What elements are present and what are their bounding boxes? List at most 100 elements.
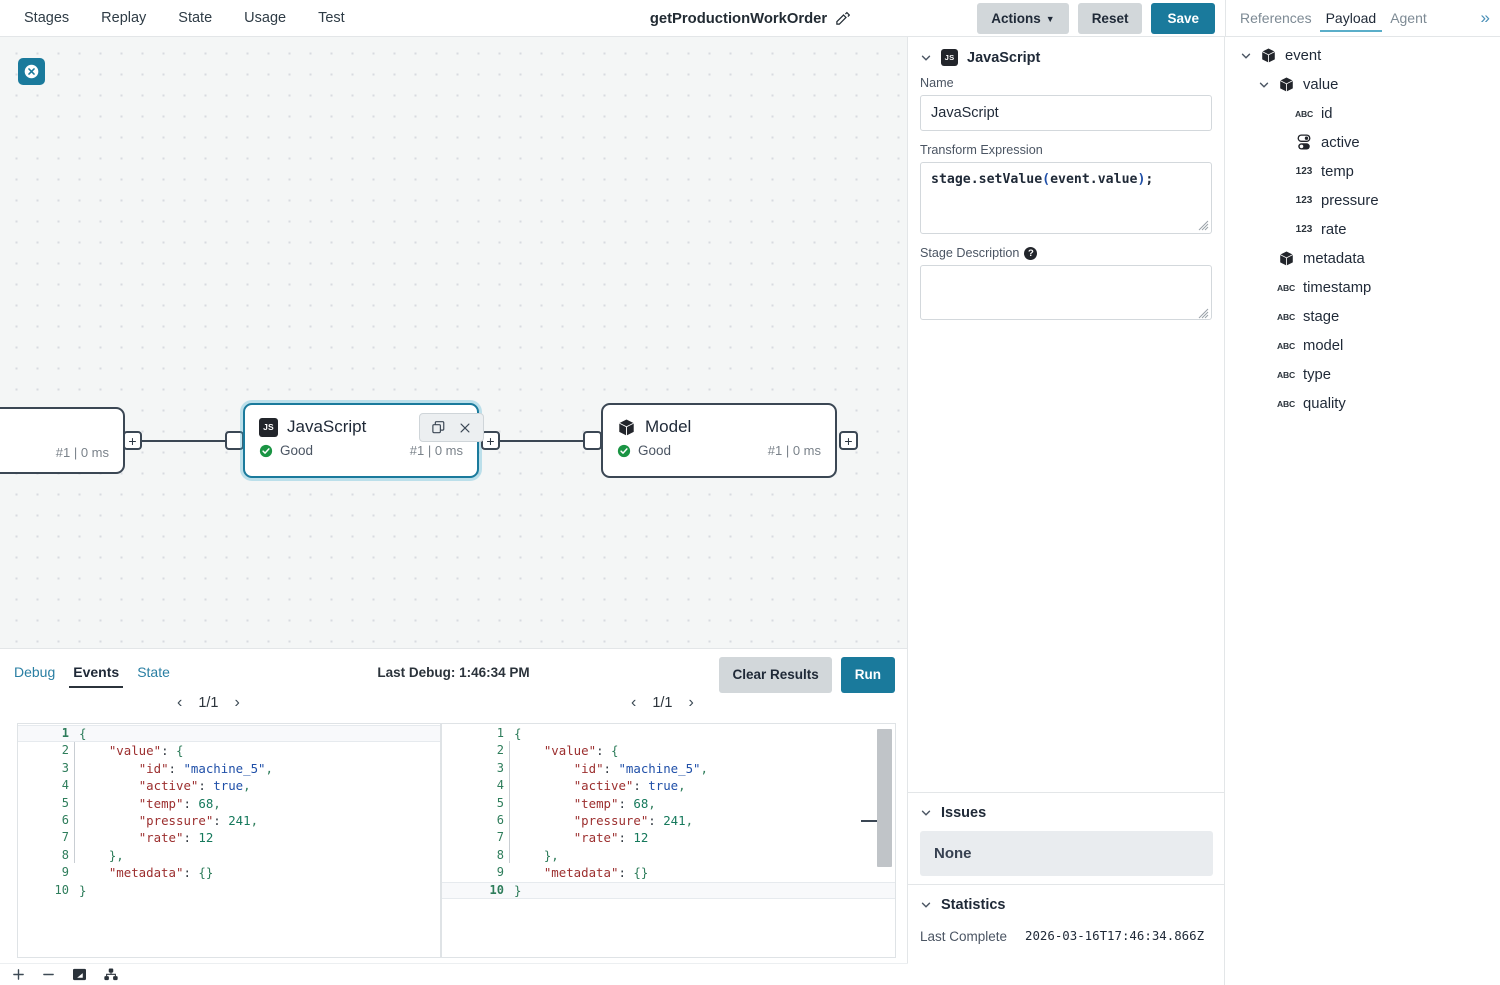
code-line[interactable]: 8 }, — [442, 847, 895, 864]
name-input[interactable]: JavaScript — [920, 95, 1212, 131]
tree-row-label: pressure — [1321, 192, 1379, 209]
chevron-left-icon[interactable]: ‹ — [631, 694, 637, 711]
run-button[interactable]: Run — [840, 657, 895, 693]
help-icon[interactable]: ? — [1024, 247, 1038, 261]
properties-header[interactable]: JS JavaScript — [908, 37, 1224, 76]
event-output-code-viewer[interactable]: 1{2 "value": {3 "id": "machine_5",4 "act… — [441, 723, 896, 958]
flow-node-model[interactable]: Model Good #1 | 0 ms — [601, 403, 837, 478]
chevron-right-icon[interactable]: › — [234, 694, 240, 711]
code-scrollbar-thumb[interactable] — [877, 729, 892, 867]
chevron-down-icon[interactable] — [920, 52, 932, 64]
code-line[interactable]: 2 "value": { — [18, 742, 440, 759]
code-line[interactable]: 6 "pressure": 241, — [18, 812, 440, 829]
nav-tab-state[interactable]: State — [178, 10, 213, 26]
resize-grip[interactable] — [1198, 306, 1209, 319]
tree-row-active[interactable]: active — [1225, 128, 1500, 157]
js-icon: JS — [259, 417, 278, 437]
debug-tab-debug[interactable]: Debug — [14, 664, 56, 680]
tab-agent[interactable]: Agent — [1390, 9, 1427, 26]
code-line[interactable]: 4 "active": true, — [18, 777, 440, 794]
save-button[interactable]: Save — [1151, 2, 1215, 35]
tree-row-event[interactable]: event — [1225, 41, 1500, 70]
node-output-port-upstream[interactable]: + — [123, 431, 142, 450]
chevron-down-icon[interactable] — [1255, 79, 1273, 91]
nav-tab-test[interactable]: Test — [318, 10, 345, 26]
tab-references[interactable]: References — [1240, 9, 1312, 26]
code-line-text: "metadata": {} — [543, 865, 649, 881]
code-line-number: 3 — [61, 760, 69, 775]
toggle-icon — [1291, 134, 1317, 151]
chevron-left-icon[interactable]: ‹ — [177, 694, 183, 711]
hierarchy-layout-icon[interactable] — [104, 968, 118, 981]
close-icon[interactable] — [458, 421, 472, 435]
tree-row-value[interactable]: value — [1225, 70, 1500, 99]
code-line[interactable]: 5 "temp": 68, — [442, 795, 895, 812]
chevron-down-icon[interactable] — [920, 899, 932, 911]
actions-button[interactable]: Actions▼ — [977, 2, 1069, 35]
code-line[interactable]: 2 "value": { — [442, 742, 895, 759]
debug-tab-events[interactable]: Events — [69, 661, 124, 688]
code-line[interactable]: 7 "rate": 12 — [18, 829, 440, 846]
code-line[interactable]: 10} — [442, 881, 895, 899]
minus-icon[interactable] — [42, 968, 55, 981]
fit-screen-icon[interactable] — [72, 968, 87, 981]
duplicate-icon[interactable] — [431, 420, 446, 435]
resize-grip[interactable] — [1198, 220, 1209, 231]
chevron-right-icon[interactable]: › — [688, 694, 694, 711]
chevron-double-right-icon[interactable]: » — [1480, 8, 1490, 27]
js-icon: JS — [941, 49, 958, 66]
code-lines: 1{2 "value": {3 "id": "machine_5",4 "act… — [18, 724, 440, 899]
tab-payload[interactable]: Payload — [1319, 6, 1383, 32]
node-input-port-javascript[interactable] — [225, 431, 244, 450]
statistics-header[interactable]: Statistics — [908, 885, 1224, 923]
nav-tab-usage[interactable]: Usage — [244, 10, 287, 26]
code-line[interactable]: 9 "metadata": {} — [442, 864, 895, 881]
name-label: Name — [920, 76, 954, 90]
abc-icon: ABC — [1273, 341, 1299, 351]
close-circle-icon[interactable] — [18, 58, 45, 85]
debug-tab-state[interactable]: State — [137, 664, 170, 680]
issues-header[interactable]: Issues — [908, 793, 1224, 831]
clear-results-button[interactable]: Clear Results — [719, 657, 832, 693]
node-output-port-model[interactable]: + — [839, 431, 858, 450]
code-line[interactable]: 4 "active": true, — [442, 777, 895, 794]
tree-row-metadata[interactable]: metadata — [1225, 244, 1500, 273]
code-line[interactable]: 3 "id": "machine_5", — [18, 760, 440, 777]
transform-expression-editor[interactable]: stage.setValue(event.value); — [920, 162, 1212, 234]
stage-description-textarea[interactable] — [920, 265, 1212, 321]
code-line-text: { — [514, 726, 522, 741]
plus-icon[interactable] — [12, 968, 25, 981]
code-line[interactable]: 1{ — [18, 725, 440, 743]
code-line[interactable]: 10} — [18, 882, 440, 899]
code-line-number: 8 — [496, 847, 504, 862]
nav-tab-replay[interactable]: Replay — [101, 10, 147, 26]
code-line[interactable]: 1{ — [442, 725, 895, 742]
code-line[interactable]: 6 "pressure": 241, — [442, 812, 895, 829]
flow-node-upstream[interactable]: #1 | 0 ms — [0, 407, 125, 474]
code-line[interactable]: 8 }, — [18, 847, 440, 864]
reset-button[interactable]: Reset — [1077, 2, 1143, 35]
123-icon: 123 — [1291, 166, 1317, 177]
code-line[interactable]: 9 "metadata": {} — [18, 864, 440, 881]
check-circle-icon — [617, 444, 631, 457]
node-input-port-model[interactable] — [583, 431, 602, 450]
code-line[interactable]: 5 "temp": 68, — [18, 795, 440, 812]
right-pager-label: 1/1 — [652, 695, 673, 711]
chevron-down-icon[interactable] — [1237, 50, 1255, 62]
edit-pencil-icon[interactable] — [835, 11, 851, 26]
code-line[interactable]: 3 "id": "machine_5", — [442, 760, 895, 777]
flow-canvas[interactable]: #1 | 0 ms + JS JavaScript — [0, 37, 908, 648]
code-line[interactable]: 7 "rate": 12 — [442, 829, 895, 846]
chevron-down-icon[interactable] — [920, 807, 932, 819]
nav-tab-stages[interactable]: Stages — [24, 10, 70, 26]
event-input-code-viewer[interactable]: 1{2 "value": {3 "id": "machine_5",4 "act… — [17, 723, 441, 958]
